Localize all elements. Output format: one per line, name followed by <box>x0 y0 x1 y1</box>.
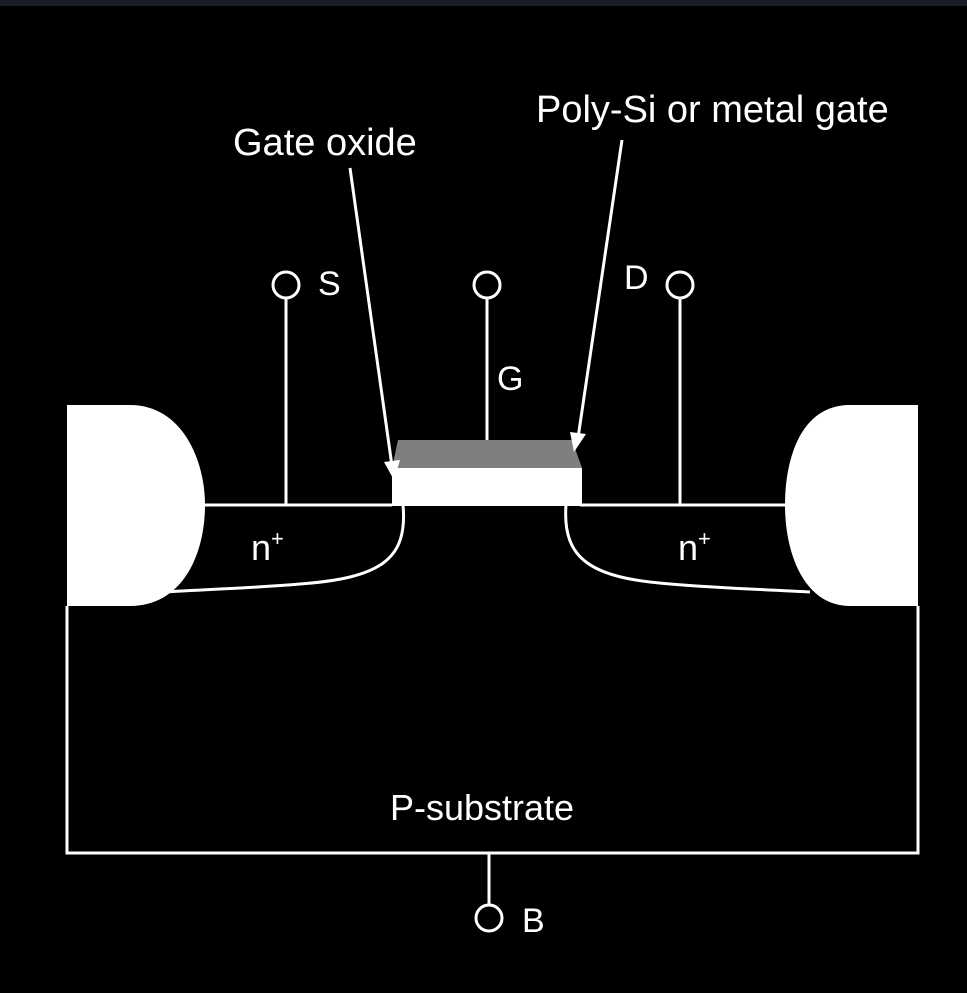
field-oxide-right <box>785 405 918 606</box>
top-border <box>0 0 967 6</box>
substrate-label: P-substrate <box>390 787 574 828</box>
body-label: B <box>522 902 545 940</box>
gate-electrode-arrow <box>576 139 624 439</box>
substrate-outline <box>65 606 920 855</box>
gate-electrode-arrow-head <box>570 432 586 452</box>
body-terminal-icon <box>474 903 504 933</box>
source-label: S <box>318 265 341 303</box>
n-plus-drain-label: n+ <box>678 526 711 568</box>
drain-label: D <box>624 259 649 297</box>
gate-label: G <box>497 360 523 398</box>
n-plus-source-sup: + <box>271 526 284 551</box>
n-plus-source-label: n+ <box>251 526 284 568</box>
n-plus-drain-base: n <box>678 527 698 568</box>
gate-oxide-label: Gate oxide <box>233 122 417 164</box>
gate-oxide-layer <box>392 468 582 506</box>
gate-oxide-arrow-head <box>384 460 400 480</box>
poly-gate-label: Poly-Si or metal gate <box>536 89 889 131</box>
n-plus-drain-sup: + <box>698 526 711 551</box>
field-oxide-left <box>67 405 205 606</box>
gate-electrode <box>392 440 582 468</box>
n-plus-drain-boundary <box>564 504 811 594</box>
n-plus-source-boundary <box>164 504 406 594</box>
source-terminal-icon <box>271 270 301 300</box>
drain-terminal-icon <box>665 270 695 300</box>
n-plus-source-base: n <box>251 527 271 568</box>
gate-terminal-icon <box>472 270 502 300</box>
gate-oxide-arrow <box>348 167 394 467</box>
